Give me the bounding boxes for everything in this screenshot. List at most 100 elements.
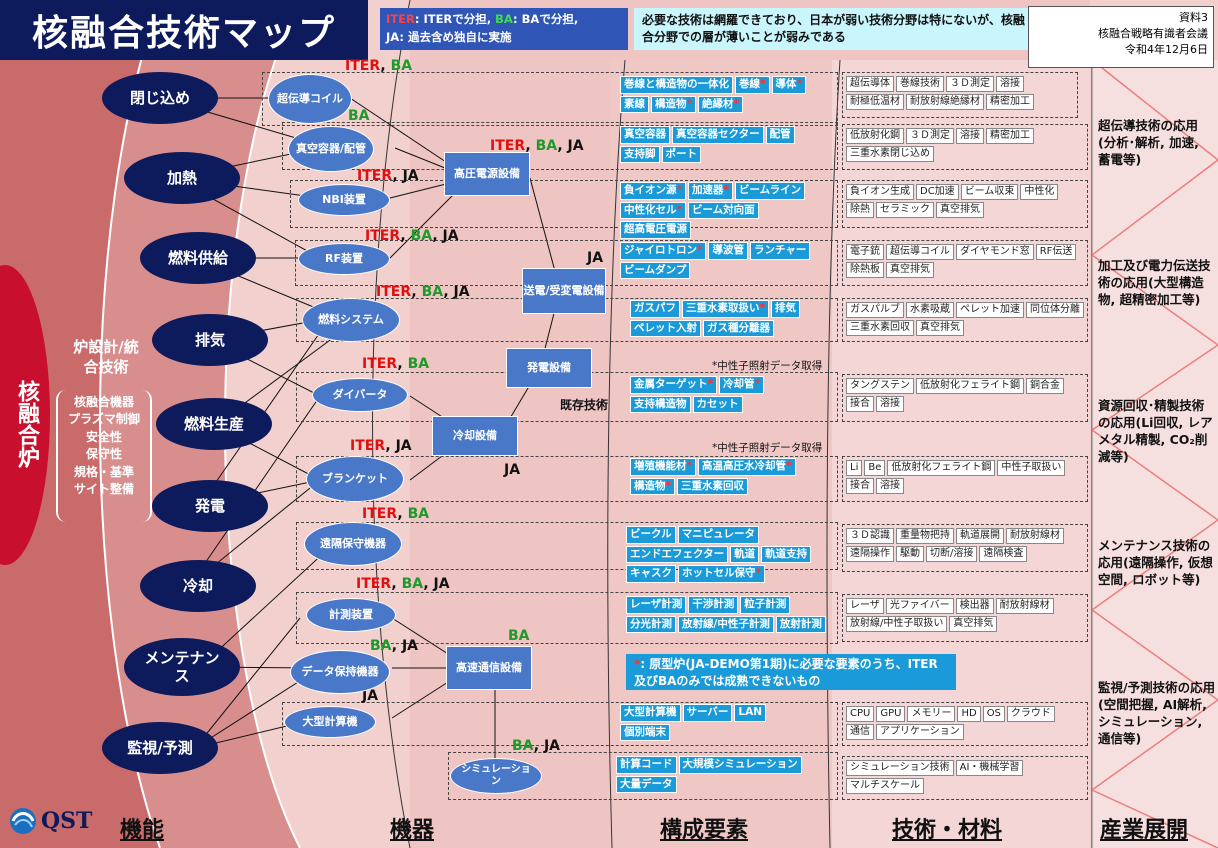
element-chip: マニピュレータ	[677, 526, 759, 544]
tech-chip: 水素吸蔵	[906, 302, 954, 318]
legend-iter-text: : ITERで分担,	[414, 12, 496, 26]
tech-chip: 耐極低温材	[846, 94, 904, 110]
tech-chip: HD	[957, 706, 981, 722]
design-item: 保守性	[85, 447, 122, 462]
tech-chip: 超伝導体	[846, 76, 894, 92]
element-chip: 粒子計測	[740, 596, 791, 614]
tag-big-computer: JA	[362, 688, 379, 704]
device-data-storage: データ保持機器	[290, 650, 390, 694]
tech-chip: 遠隔検査	[979, 546, 1028, 562]
tech-chip: 通信	[846, 724, 874, 740]
design-title: 炉設計/統合技術	[73, 338, 139, 376]
tech-chip: 切断/溶接	[926, 546, 978, 562]
element-chip-star: *	[723, 184, 730, 196]
device-vacuum-vessel: 真空容器/配管	[288, 126, 374, 172]
tag-data-store: BA, JA	[370, 638, 419, 654]
neutron-note-1: *中性子照射データ取得	[712, 360, 823, 372]
tech-chip: 同位体分離	[1026, 302, 1084, 318]
tag-blanket: ITER, JA	[350, 438, 412, 454]
element-chip-star: *	[707, 378, 714, 390]
element-chip: 大量データ	[616, 775, 677, 794]
neutron-note-2: *中性子照射データ取得	[712, 442, 823, 454]
element-chip: ガス種分離器	[703, 319, 774, 338]
elements-group: 金属ターゲット*冷却管*支持構造物カセット	[630, 376, 826, 420]
element-chip: 超高電圧電源	[620, 221, 691, 239]
tech-chip: タングステン	[846, 378, 914, 394]
tech-chip: 低放射化フェライト鋼	[887, 460, 996, 476]
reference-council: 核融合戦略有識者会議	[1098, 26, 1208, 40]
row-box-7	[296, 456, 838, 502]
industry-superconducting: 超伝導技術の応用(分析･解析, 加速, 蓄電等)	[1098, 118, 1199, 167]
element-chip-star: *	[665, 479, 672, 492]
elements-group: 増殖機能材*高温高圧水冷却管*構造物*三重水素回収	[630, 458, 830, 500]
tech-box-6	[842, 374, 1088, 422]
tech-chip: 低放射化鋼	[846, 128, 904, 144]
tech-chip: 接合	[846, 478, 874, 494]
tech-box-5	[842, 298, 1088, 342]
elements-group: 計算コード大規模シミュレーション大量データ	[616, 756, 830, 796]
tech-chip: 中性子取扱い	[997, 460, 1066, 476]
element-chip: 大規模シミュレーション	[678, 756, 802, 774]
legend-line-1: ITER: ITERで分担, BA: BAで分担,	[386, 11, 622, 29]
tech-chip: 低放射化フェライト鋼	[916, 378, 1024, 394]
element-chip: 高温高圧水冷却管*	[698, 458, 796, 476]
device-simulation: シミュレーション	[450, 758, 542, 794]
element-chip: 中性化セル*	[620, 201, 686, 220]
facility-high-speed-comm: 高速通信設備	[446, 646, 532, 690]
tech-chip: ペレット加速	[956, 302, 1024, 318]
tech-chip: マルチスケール	[846, 778, 924, 794]
element-chip: ビーム対向面	[688, 201, 759, 220]
element-chip: 支持構造物	[630, 395, 691, 414]
element-chip: ポート	[661, 145, 701, 164]
tech-chip: ガスパルブ	[846, 302, 904, 318]
element-chip-star: *	[786, 460, 792, 472]
tag-substation: JA	[587, 250, 604, 266]
element-chip: ランチャー	[749, 242, 811, 260]
element-chip: 金属ターゲット*	[630, 376, 717, 394]
tech-chip: OS	[982, 706, 1005, 722]
tech-chip: 真空排気	[916, 320, 964, 336]
element-chip: 導波管	[708, 242, 748, 260]
maturity-note-star: *	[634, 657, 641, 671]
tech-chip: CPU	[846, 706, 875, 722]
heading-elements: 構成要素	[660, 818, 749, 843]
design-item: 核融合機器	[73, 395, 134, 409]
tech-chip: 真空排気	[949, 616, 998, 632]
element-chip: 支持脚	[620, 145, 660, 164]
element-chip: 分光計測	[626, 615, 676, 634]
industry-maintenance: メンテナンス技術の応用(遠隔操作, 仮想空間, ロボット等)	[1098, 538, 1213, 587]
tech-chip: GPU	[876, 706, 906, 722]
tech-chip: 接合	[846, 396, 874, 412]
device-divertor: ダイバータ	[312, 378, 408, 412]
techs-group: ３Ｄ認識重量物把持軌道展開耐放射線材遠隔操作駆動切断/溶接遠隔検査	[846, 528, 1086, 568]
function-maintenance: メンテナンス	[124, 638, 240, 696]
element-chip: ビームダンプ	[620, 261, 691, 280]
row-box-11	[448, 752, 838, 800]
elements-group: レーザ計測干渉計測粒子計測分光計測放射線/中性子計測放射計測	[626, 596, 832, 640]
tech-chip: 重量物把持	[896, 528, 954, 544]
tag-simulation: BA, JA	[512, 738, 561, 754]
tech-chip: 駆動	[896, 546, 924, 562]
tech-box-8	[842, 524, 1088, 572]
tech-chip: 電子銃	[846, 244, 884, 260]
element-chip: カセット	[692, 395, 743, 414]
element-chip: キャスク	[626, 565, 676, 583]
tech-chip: 巻線技術	[896, 76, 944, 92]
device-fuel-system: 燃料システム	[302, 298, 400, 342]
tech-chip: Be	[864, 460, 886, 476]
tech-chip: 除熱板	[846, 262, 884, 278]
element-chip: レーザ計測	[626, 596, 687, 614]
element-chip: 三重水素取扱い*	[682, 300, 769, 318]
tag-hv-power: ITER, BA, JA	[490, 138, 584, 154]
element-chip: 計算コード	[616, 756, 677, 774]
legend-ba-key: BA	[495, 12, 514, 26]
design-items: 核融合機器 プラズマ制御 安全性 保守性 規格・基準 サイト整備	[56, 390, 152, 522]
element-chip: 構造物*	[630, 477, 675, 496]
function-monitoring: 監視/予測	[102, 722, 218, 774]
tech-chip: 検出器	[955, 598, 994, 614]
reference-doc: 資料3	[1179, 11, 1208, 24]
techs-group: レーザ光ファイバー検出器耐放射線材放射線/中性子取扱い真空排気	[846, 598, 1086, 638]
tech-chip: 耐放射線材	[1006, 528, 1064, 544]
